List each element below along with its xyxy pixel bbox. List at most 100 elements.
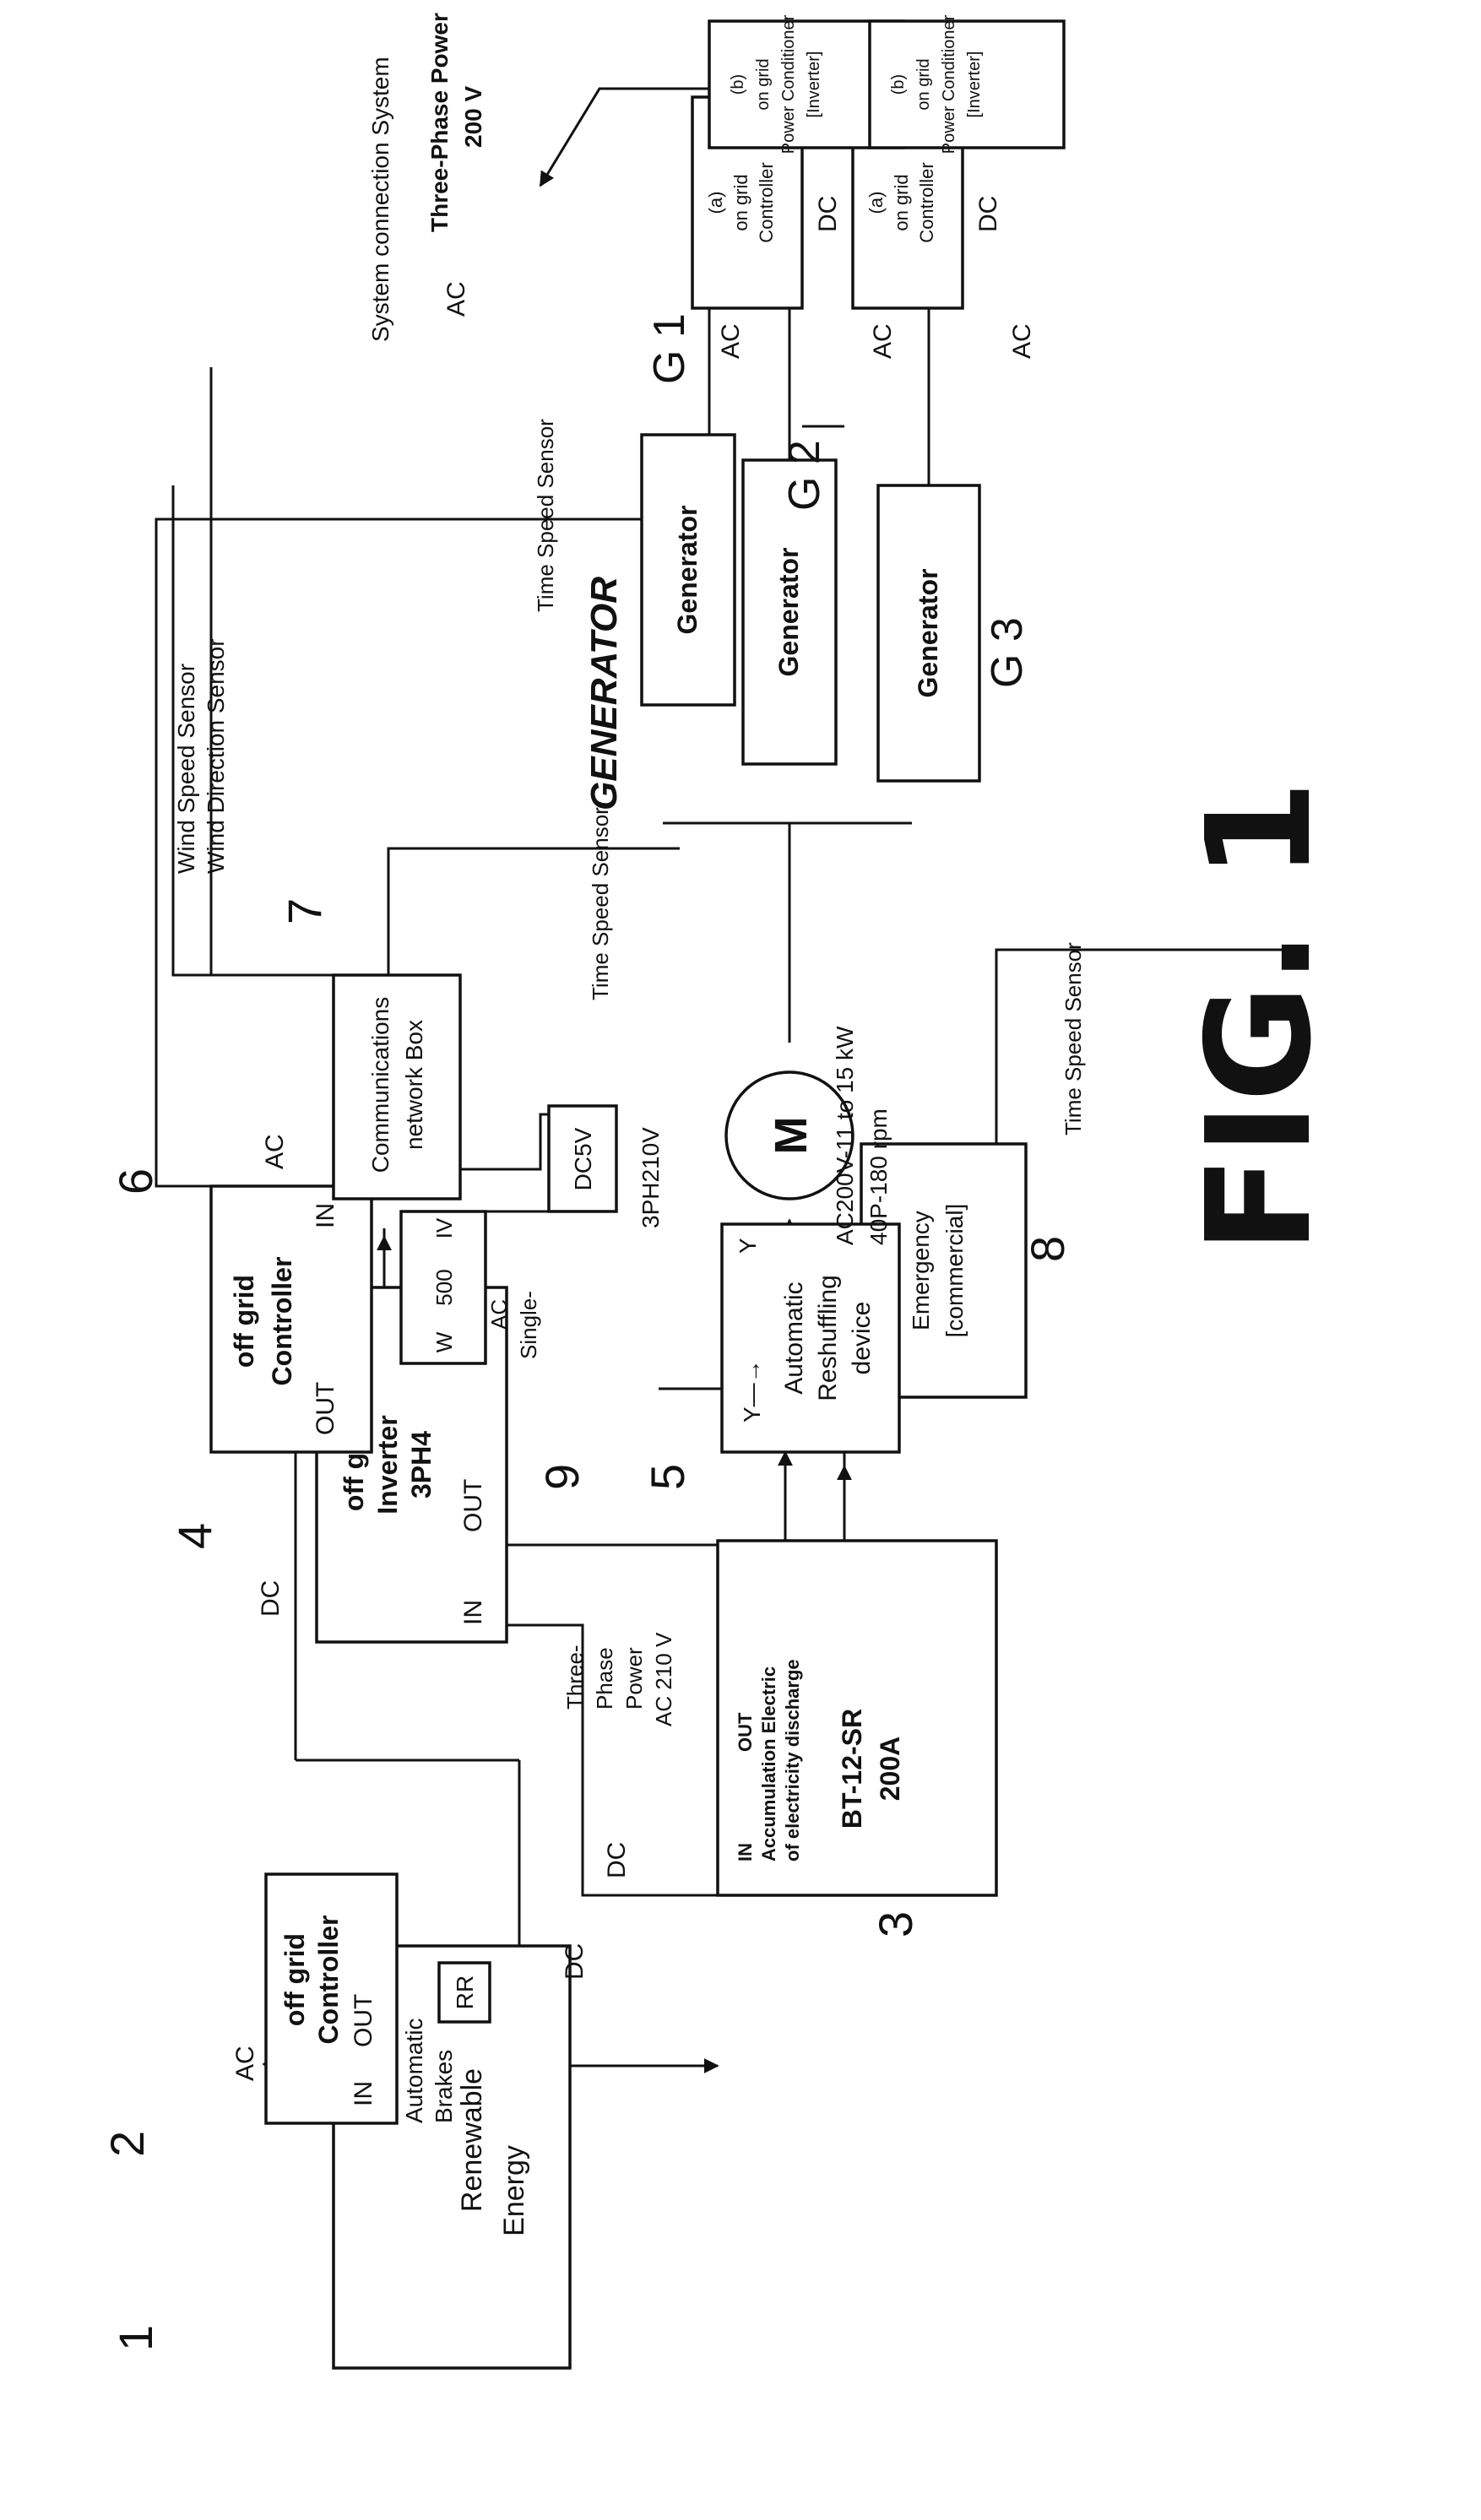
ref-3: 3 [869,1911,922,1937]
label-time-speed-sensor-2: Time Speed Sensor [533,419,558,612]
pc1-line-3: Power Conditioner [779,14,798,154]
pc2-line-4: [Inverter] [965,51,984,118]
ref-g2: G 2 [780,440,829,511]
pc2-line-2: on grid [914,58,933,110]
label-ac-single-2: Single- [516,1291,541,1359]
ref-g3: G 3 [983,617,1032,688]
battery-model-1: BT-12-SR [837,1709,867,1829]
label-time-speed-sensor-3: Time Speed Sensor [1061,942,1086,1135]
label-3ph210v: 3PH210V [637,1127,664,1228]
ref-7: 7 [278,898,331,924]
controller2-in: IN [350,2081,377,2106]
ref-2: 2 [100,2131,154,2157]
ref-4: 4 [168,1523,221,1549]
wire-comm-gen [388,848,680,975]
battery-line-1: Accumulation Electric [758,1666,779,1862]
inverter-out: OUT [459,1479,487,1532]
meter-w: W [431,1331,457,1352]
ref-9: 9 [535,1464,589,1490]
ref-1: 1 [109,2325,162,2351]
emergency-line-1: Emergency [908,1211,934,1330]
rr-label: RR [452,1975,478,2009]
label-three-phase-1: Three- [562,1645,588,1710]
controller6-line-1: off grid [229,1275,259,1368]
controller2-out: OUT [350,1994,377,2047]
controller6-out: OUT [312,1382,339,1435]
ogc1-line-2: on grid [730,174,751,230]
generator-g3-label: Generator [913,569,943,698]
label-dc-4: DC [814,196,842,232]
renewable-line-1: Renewable [456,2068,488,2212]
figure-label: FIG. 1 [1176,780,1343,1254]
label-brakes: Brakes [431,2050,457,2123]
wire-wind-direction [211,367,388,975]
label-ac-4: AC [717,323,745,359]
pc1-line-4: [Inverter] [805,51,823,118]
communications-network-box [334,975,460,1199]
label-three-phase-4: AC 210 V [651,1632,676,1726]
generator-g2-label: Generator [773,548,804,677]
generator-g1-label: Generator [672,506,703,635]
battery-in: IN [735,1843,756,1862]
inverter-in: IN [459,1600,487,1625]
reshuffle-line-3: device [848,1302,876,1375]
battery-out: OUT [735,1712,756,1752]
emergency-line-2: [commercial] [941,1204,968,1338]
label-dc-2: DC [603,1842,631,1878]
ref-6: 6 [109,1168,162,1195]
label-three-phase-2: Phase [592,1647,617,1710]
dc5v-label: DC5V [570,1127,596,1190]
pc1-line-1: (b) [729,74,747,95]
ogc2-line-2: on grid [891,174,912,230]
controller2-line-2: Controller [313,1916,344,2045]
label-dc-1: DC [561,1943,589,1980]
battery-line-2: of electricity discharge [782,1659,803,1862]
label-system-connection: System connection System [367,57,393,342]
label-three-phase-3: Power [621,1647,647,1710]
battery-model-2: 200A [875,1737,905,1802]
pc2-line-3: Power Conditioner [940,14,958,154]
label-generator-title: GENERATOR [583,577,625,810]
ogc2-line-3: Controller [916,162,937,242]
motor-label: M [766,1117,816,1155]
reshuffle-arrow: Y—→ [739,1359,765,1423]
ref-8: 8 [1021,1236,1074,1262]
label-dc-3: DC [257,1580,285,1617]
controller2-line-1: off grid [279,1933,310,2026]
label-ac-3: AC [442,281,470,317]
label-motor-spec-2: 40P-180 rpm [865,1108,892,1245]
label-automatic: Automatic [401,2019,427,2124]
meter-500: 500 [431,1269,457,1305]
controller6-line-2: Controller [267,1257,297,1386]
comm-line-1: Communications [367,997,393,1173]
label-ac-1: AC [231,2046,259,2081]
label-dc-5: DC [974,196,1002,232]
reshuffle-line-1: Automatic [780,1282,808,1394]
reshuffle-line-2: Reshuffling [814,1275,842,1401]
label-ac-6: AC [1008,323,1036,359]
controller6-in: IN [312,1203,339,1228]
ref-5: 5 [641,1464,694,1490]
label-200v: 200 V [460,86,486,148]
inverter-line-2: Inverter [372,1415,403,1514]
ref-g1: G 1 [645,313,694,384]
label-wind-direction: Wind Direction Sensor [203,638,229,874]
renewable-line-2: Energy [498,2145,530,2236]
label-time-speed-sensor-1: Time Speed Sensor [588,807,613,1000]
label-motor-spec-1: AC200V-11 to 15 kW [832,1026,858,1245]
ogc1-line-3: Controller [756,162,777,242]
pc1-line-2: on grid [754,58,773,110]
label-ac-5: AC [869,323,897,359]
label-wind-speed: Wind Speed Sensor [173,664,199,874]
inverter-line-3: 3PH4 [406,1431,437,1498]
reshuffle-y: Y [735,1238,761,1254]
label-ac-2: AC [261,1134,289,1169]
ogc1-line-1: (a) [705,192,726,214]
comm-line-2: network Box [401,1020,427,1150]
label-ac-single-1: AC [486,1299,512,1330]
meter-iv: IV [431,1217,457,1238]
diagram-content: Renewable Energy off grid Controller IN … [100,13,1343,2368]
label-three-phase-200: Three-Phase Power [426,13,453,232]
pc2-line-1: (b) [889,74,908,95]
